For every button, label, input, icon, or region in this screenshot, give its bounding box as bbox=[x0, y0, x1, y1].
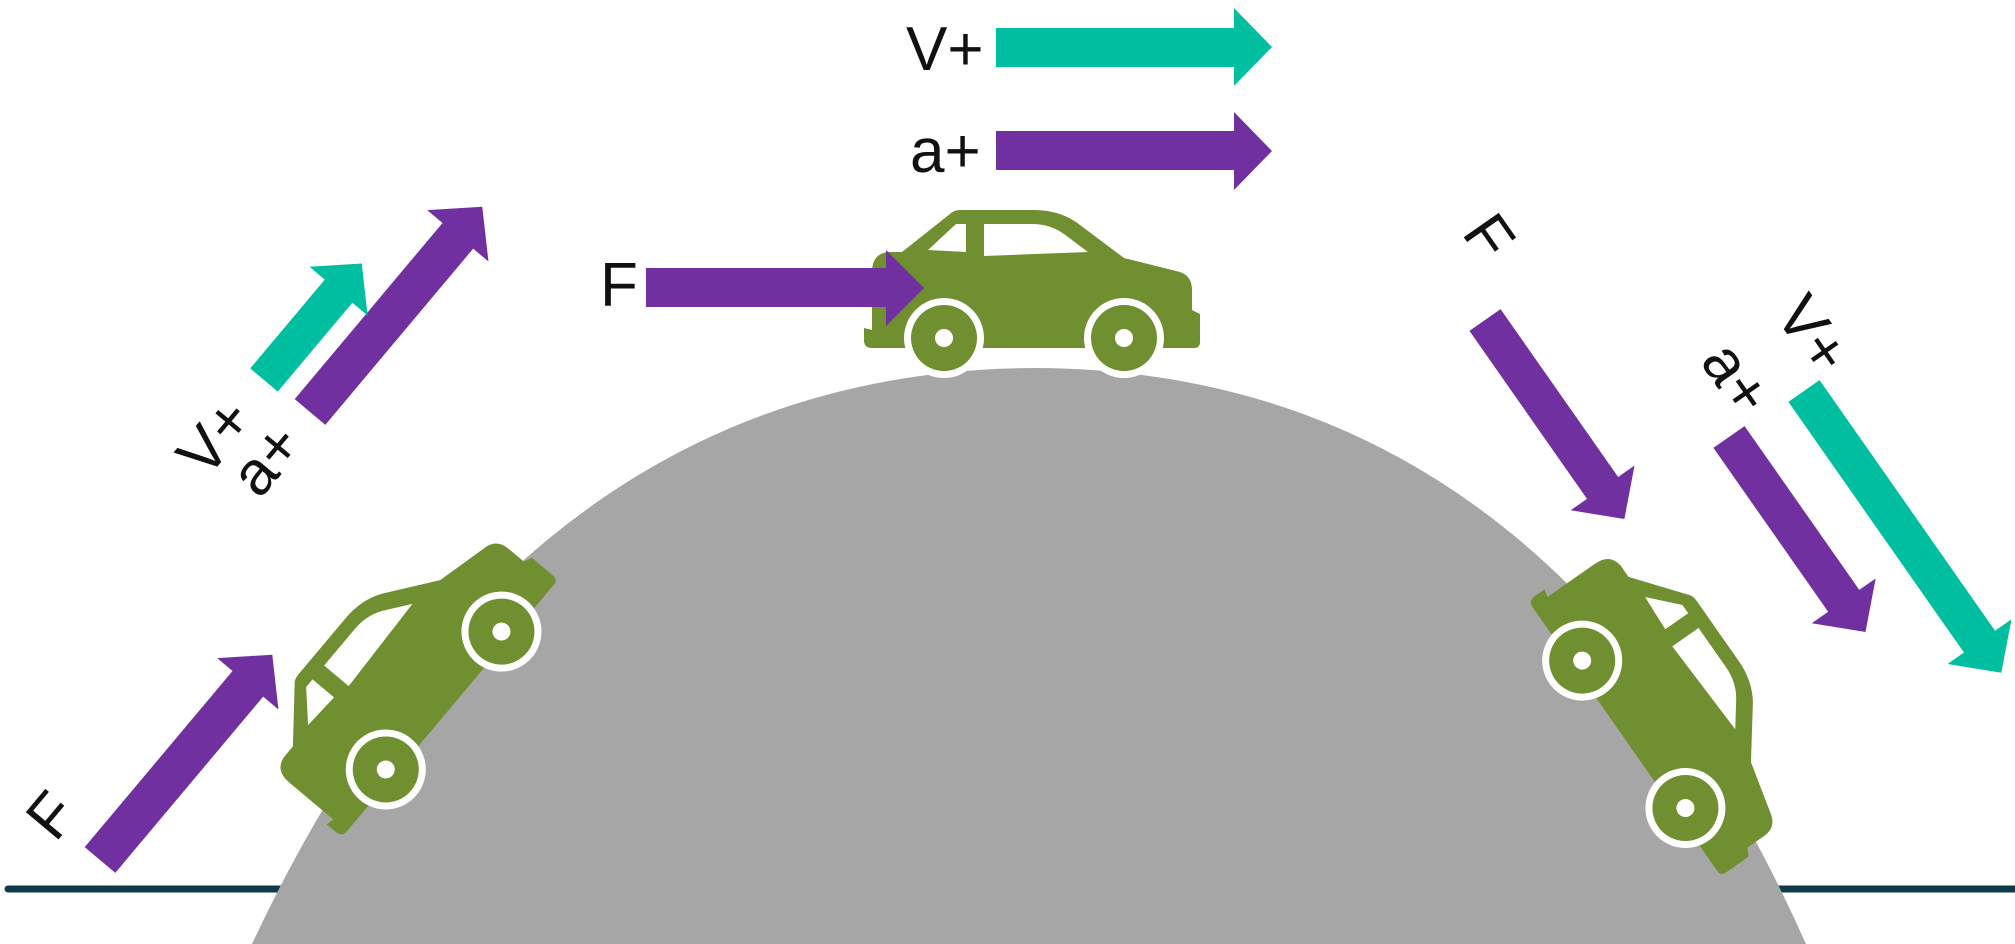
acceleration-label-right: a+ bbox=[1688, 330, 1785, 427]
acceleration-arrow-right bbox=[1713, 426, 1876, 632]
acceleration-label-top: a+ bbox=[910, 117, 981, 186]
velocity-arrow-left bbox=[250, 263, 368, 392]
velocity-label-top: V+ bbox=[906, 15, 984, 84]
acceleration-arrow-top bbox=[996, 112, 1272, 190]
force-arrow-right bbox=[1469, 309, 1635, 520]
force-label-right: F bbox=[1449, 202, 1527, 273]
hill bbox=[252, 368, 1806, 944]
top-car-group: F V+ a+ bbox=[600, 8, 1272, 378]
force-label-left: F bbox=[13, 779, 90, 852]
velocity-label-right: V+ bbox=[1762, 283, 1863, 386]
velocity-arrow-top bbox=[996, 8, 1272, 86]
force-label-top: F bbox=[600, 251, 638, 320]
velocity-arrow-right bbox=[1788, 380, 2012, 673]
force-arrow-top bbox=[646, 250, 924, 326]
force-arrow-left bbox=[84, 654, 279, 873]
acceleration-arrow-left bbox=[294, 206, 489, 425]
